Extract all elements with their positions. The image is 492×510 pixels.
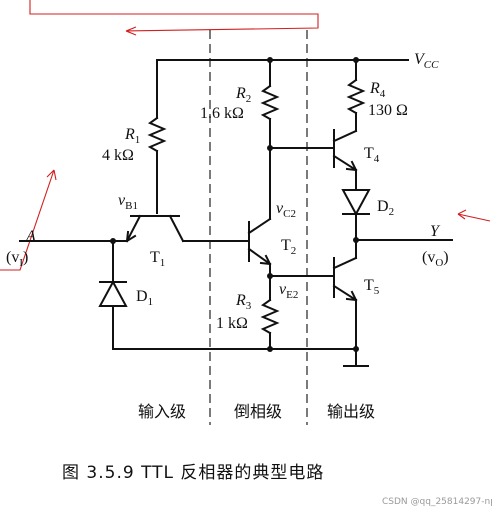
r1-resistor [147,116,167,153]
r3-name: R3 [235,292,252,312]
r2-name: R2 [235,85,251,105]
t2-collector [247,217,272,235]
red-annotations [0,0,491,271]
r1-value: 4 kΩ [102,147,134,164]
stage-label-output: 输出级 [327,402,375,421]
r2-value: 1.6 kΩ [200,105,244,122]
d2-label: D2 [377,198,394,218]
r2-vcc-junction [267,57,273,63]
r4-vcc-junction [353,57,359,63]
red-arrowhead-right [457,209,467,220]
r4-name: R4 [369,80,386,100]
d2-triangle [341,189,371,217]
vcc-label: VCC [414,51,439,71]
t4-label: T4 [364,145,380,165]
stage-label-phase-splitter: 倒相级 [234,402,282,421]
d1-label: D1 [136,288,153,308]
red-left-stroke [0,169,55,271]
t5-emitter [332,284,358,302]
r2-resistor [260,84,280,121]
t4-emitter-arrow [345,160,358,172]
t1-emitter [125,214,142,243]
vc2-label: vC2 [276,200,296,220]
t2-emitter [247,247,272,266]
input-signal: (vI) [6,249,28,269]
r4-resistor [346,78,366,115]
t1-label: T1 [150,249,165,269]
t4-emitter [332,154,358,172]
input-name: A [25,228,36,245]
t5-emitter-arrow [345,290,358,302]
ground-junction-t5 [353,346,359,352]
red-arrowhead-top [125,26,137,36]
r1-name: R1 [124,126,140,146]
t2-emitter-arrow [259,254,272,266]
figure-caption: 图 3.5.9 TTL 反相器的典型电路 [62,463,324,483]
r3-value: 1 kΩ [216,315,248,332]
d1-triangle [98,279,128,307]
r4-value: 130 Ω [368,102,408,119]
t5-collector [332,256,358,270]
red-right-stroke [457,213,491,222]
r3-resistor [260,298,280,335]
t1-emitter-arrow [125,230,137,243]
t2-label: T2 [281,237,296,257]
ground-junction-r3 [267,346,273,352]
ve2-label: vE2 [279,281,298,301]
red-bracket-line [29,0,319,32]
watermark: CSDN @qq_25814297-np [382,497,492,507]
t1-collector [168,214,185,243]
red-arrowhead-left [46,169,57,181]
output-name: Y [430,223,441,240]
t5-label: T5 [364,277,380,297]
output-signal: (vO) [422,249,449,269]
stage-label-input: 输入级 [138,402,186,421]
vb1-label: vB1 [118,192,138,212]
t4-collector [332,129,358,143]
